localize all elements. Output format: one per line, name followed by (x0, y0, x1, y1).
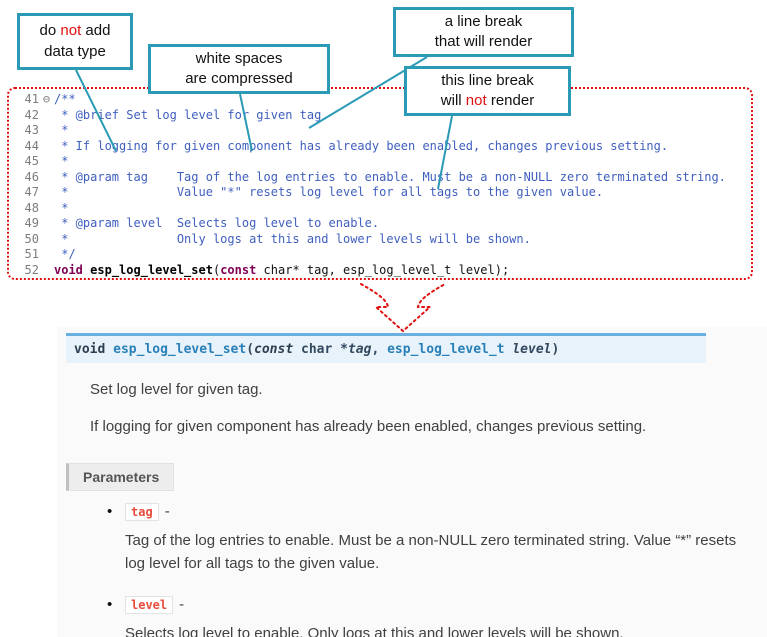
callout-line: will not render (441, 91, 534, 111)
doc-brief: Set log level for given tag. (90, 381, 263, 398)
code-line: 43 * (15, 123, 751, 139)
callout-do-not-add-datatype: do not add data type (17, 13, 133, 70)
parameter-item-tag: • tag- Tag of the log entries to enable.… (107, 503, 767, 576)
function-name: esp_log_level_set (90, 262, 213, 277)
param-dash: - (164, 503, 170, 520)
fold-minus-icon: ⊖ (42, 92, 51, 106)
code-line: 51 */ (15, 247, 751, 263)
function-signature: void esp_log_level_set(const char *tag, … (66, 333, 706, 363)
line-number: 50 (24, 231, 39, 246)
callout-line: this line break (441, 71, 534, 89)
code-editor-snippet: 41⊖/** 42 * @brief Set log level for giv… (7, 87, 753, 280)
line-number: 42 (24, 107, 39, 122)
code-text: * @brief Set log level for given tag (54, 107, 322, 122)
doc-description: If logging for given component has alrea… (90, 418, 647, 435)
signature-param-tag: tag (347, 342, 372, 357)
keyword-const: const (220, 262, 257, 277)
code-line: 41⊖/** (15, 92, 751, 108)
code-text: * @param tag Tag of the log entries to e… (54, 169, 726, 184)
bullet-icon: • (107, 595, 113, 613)
line-number: 48 (24, 200, 39, 215)
keyword-void: void (54, 262, 83, 277)
parameter-list: • tag- Tag of the log entries to enable.… (107, 503, 767, 637)
callout-linebreak-renders: a line break that will render (393, 7, 574, 57)
callout-text: render (486, 92, 535, 109)
rendered-docs-panel: void esp_log_level_set(const char *tag, … (57, 327, 767, 637)
param-dash: - (179, 595, 185, 613)
code-line: 47 * Value "*" resets log level for all … (15, 185, 751, 201)
callout-text: will (440, 92, 466, 109)
code-text: * Value "*" resets log level for all tag… (54, 185, 604, 199)
code-line: 48 * (15, 201, 751, 217)
code-text: * If logging for given component has alr… (54, 138, 669, 153)
callout-text: do (39, 22, 61, 40)
line-number: 45 (24, 154, 39, 168)
param-description: Tag of the log entries to enable. Must b… (125, 532, 737, 573)
bullet-icon: • (107, 503, 113, 520)
code-line: 46 * @param tag Tag of the log entries t… (15, 170, 751, 186)
signature-function-name: esp_log_level_set (113, 342, 247, 357)
callout-line: that will render (434, 33, 533, 50)
parameter-item-level: • level- Selects log level to enable. On… (107, 595, 767, 637)
code-text: void esp_log_level_set(const char* tag, … (54, 262, 510, 277)
code-line: 49 * @param level Selects log level to e… (15, 216, 751, 232)
render-arrow-icon (360, 283, 446, 333)
signature-return-type: void (74, 342, 114, 357)
code-line: 44 * If logging for given component has … (15, 139, 751, 155)
line-number: 43 (24, 123, 39, 137)
callout-text: add (81, 22, 111, 40)
code-text: * (54, 200, 69, 215)
param-description: Selects log level to enable. Only logs a… (125, 624, 624, 637)
signature-type-link: esp_log_level_t (387, 342, 505, 357)
line-number: 49 (24, 216, 39, 230)
code-text: /** (54, 92, 76, 106)
line-number: 41 (24, 92, 39, 106)
code-text: * (54, 154, 69, 168)
callout-line: white spaces (195, 49, 283, 67)
signature-const: const (254, 342, 294, 357)
code-text: * Only logs at this and lower levels wil… (54, 231, 531, 246)
param-name-chip: level (125, 595, 174, 614)
callout-line: are compressed (185, 70, 293, 87)
param-name-chip: tag (125, 503, 159, 521)
code-line: 42 * @brief Set log level for given tag (15, 108, 751, 124)
code-text: * @param level Selects log level to enab… (54, 216, 380, 230)
callout-linebreak-not-render: this line break will not render (404, 66, 571, 116)
line-number: 44 (24, 138, 39, 153)
code-line: 45 * (15, 154, 751, 170)
callout-line: data type (44, 42, 106, 60)
callout-text-red: not (60, 22, 82, 40)
code-text: * (54, 123, 69, 137)
parameters-label: Parameters (66, 463, 175, 491)
callout-line: a line break (444, 12, 523, 30)
signature-param-level: level (512, 342, 552, 357)
code-line: 50 * Only logs at this and lower levels … (15, 232, 751, 248)
line-number: 47 (24, 185, 39, 199)
code-line-declaration: 52 void esp_log_level_set(const char* tag… (15, 263, 751, 279)
line-number: 52 (24, 262, 39, 277)
code-text: */ (54, 247, 76, 261)
callout-whitespace-compressed: white spaces are compressed (148, 44, 330, 94)
callout-line: do not add (40, 21, 111, 41)
line-number: 51 (24, 247, 39, 261)
callout-text-red: not (465, 92, 487, 109)
line-number: 46 (24, 169, 39, 184)
